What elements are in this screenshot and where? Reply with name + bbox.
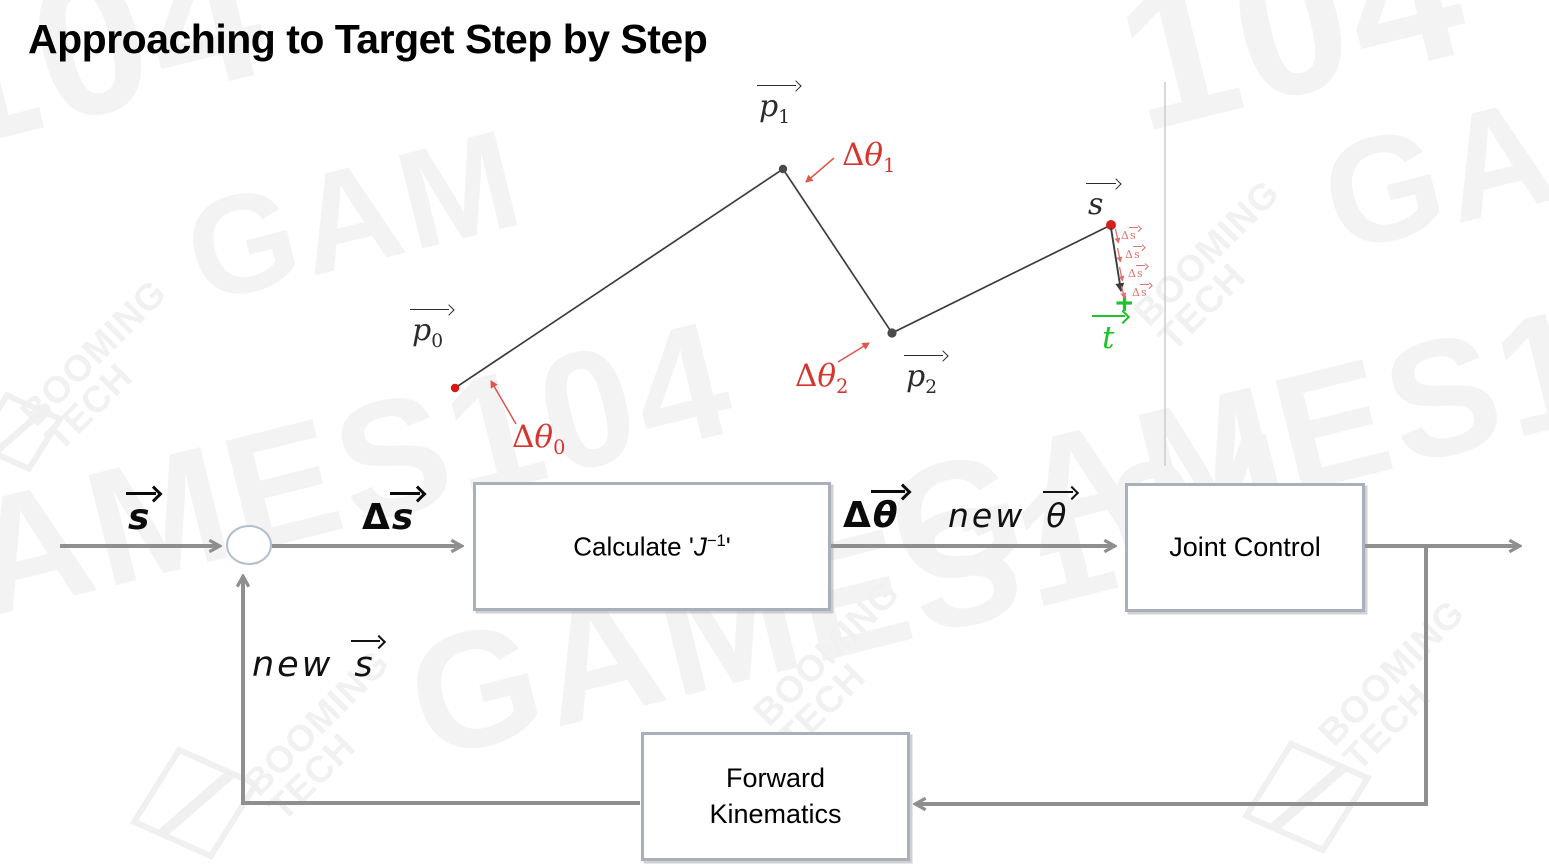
s-symbol: s <box>1133 248 1140 261</box>
red-annotation-arrows <box>490 157 870 425</box>
vector-overbar: s <box>1128 225 1139 242</box>
label-delta-theta1: Δθ1 <box>842 137 895 177</box>
label-delta-s-step-1: Δs <box>1121 225 1139 242</box>
delta-symbol: Δ <box>1125 248 1133 261</box>
delta-symbol: Δ <box>362 497 390 538</box>
p0-subscript: 0 <box>431 331 444 352</box>
label-delta-theta2: Δθ2 <box>795 358 848 398</box>
vector-overbar: s <box>389 487 421 538</box>
vector-overbar: s <box>1086 179 1117 222</box>
label-delta-s: Δs <box>362 487 421 538</box>
delta-symbol: Δ <box>1121 229 1129 242</box>
theta-symbol: θ <box>872 495 898 536</box>
delta-symbol: Δ <box>1128 267 1136 280</box>
s-symbol: s <box>1140 286 1147 299</box>
delta-symbol: Δ <box>843 495 871 536</box>
fk-line1: Forward <box>725 763 825 794</box>
forward-kinematics-label: Forward Kinematics <box>709 761 841 831</box>
label-delta-theta0: Δθ0 <box>512 419 565 459</box>
joint-control-box: Joint Control <box>1125 483 1365 612</box>
vector-overbar: s <box>1132 244 1143 261</box>
vector-overbar: θ <box>870 485 906 536</box>
s-symbol: s <box>1088 187 1104 222</box>
theta-symbol: θ <box>534 419 554 455</box>
arm-sketch <box>450 164 1132 393</box>
flow-connectors <box>60 546 1518 804</box>
label-delta-theta: Δθ <box>843 485 906 536</box>
theta-symbol: θ <box>1046 496 1067 535</box>
calculate-box-text: Calculate 'J−1' <box>573 531 731 563</box>
new-word: new <box>948 496 1026 535</box>
label-p2: p2 <box>904 351 944 398</box>
p1-symbol: p <box>759 89 779 124</box>
s-symbol: s <box>1129 229 1136 242</box>
vector-overbar: s <box>351 636 380 685</box>
label-delta-s-step-3: Δs <box>1128 263 1146 280</box>
close-quote: ' <box>725 531 731 562</box>
p2-symbol: p <box>906 359 926 394</box>
theta-subscript: 0 <box>553 436 566 460</box>
page-title: Approaching to Target Step by Step <box>28 16 708 62</box>
theta-subscript: 2 <box>836 375 849 399</box>
delta-symbol: Δ <box>1132 286 1140 299</box>
jacobian-symbol: J <box>693 531 707 562</box>
s-symbol: s <box>128 497 150 538</box>
calculate-word: Calculate <box>573 531 682 562</box>
vector-overbar: t <box>1092 310 1126 356</box>
vector-overbar: p0 <box>410 305 450 352</box>
p1-subscript: 1 <box>778 107 791 128</box>
p0-symbol: p <box>412 313 432 348</box>
forward-kinematics-box: Forward Kinematics <box>641 732 910 861</box>
t-symbol: t <box>1102 320 1115 356</box>
label-s-endeffector: s <box>1086 179 1117 222</box>
vector-overbar: p1 <box>757 81 797 128</box>
vector-overbar: s <box>1139 282 1150 299</box>
s-symbol: s <box>1136 267 1143 280</box>
delta-s-step-arrows <box>1114 228 1127 299</box>
label-delta-s-step-4: Δs <box>1132 282 1150 299</box>
theta-subscript: 1 <box>883 154 896 178</box>
label-s-input: s <box>126 487 157 538</box>
vector-overbar: p2 <box>904 351 944 398</box>
delta-symbol: Δ <box>795 358 818 394</box>
label-p1: p1 <box>757 81 797 128</box>
open-quote: ' <box>688 531 694 562</box>
vector-overbar: θ <box>1043 487 1074 535</box>
label-delta-s-step-2: Δs <box>1125 244 1143 261</box>
theta-symbol: θ <box>864 137 884 173</box>
delta-symbol: Δ <box>842 137 865 173</box>
label-p0: p0 <box>410 305 450 352</box>
summing-junction <box>226 525 272 565</box>
new-word: new <box>252 645 334 685</box>
inverse-superscript: −1 <box>706 530 726 550</box>
s-symbol: s <box>354 645 373 685</box>
delta-symbol: Δ <box>512 419 535 455</box>
theta-symbol: θ <box>817 358 837 394</box>
p2-subscript: 2 <box>925 377 938 398</box>
vector-overbar: s <box>126 487 157 538</box>
label-t-target: t <box>1092 310 1126 356</box>
calculate-jacobian-box: Calculate 'J−1' <box>473 482 831 611</box>
fk-line2: Kinematics <box>709 798 842 829</box>
joint-control-label: Joint Control <box>1169 532 1321 562</box>
vector-overbar: s <box>1135 263 1146 280</box>
s-symbol: s <box>391 497 414 538</box>
